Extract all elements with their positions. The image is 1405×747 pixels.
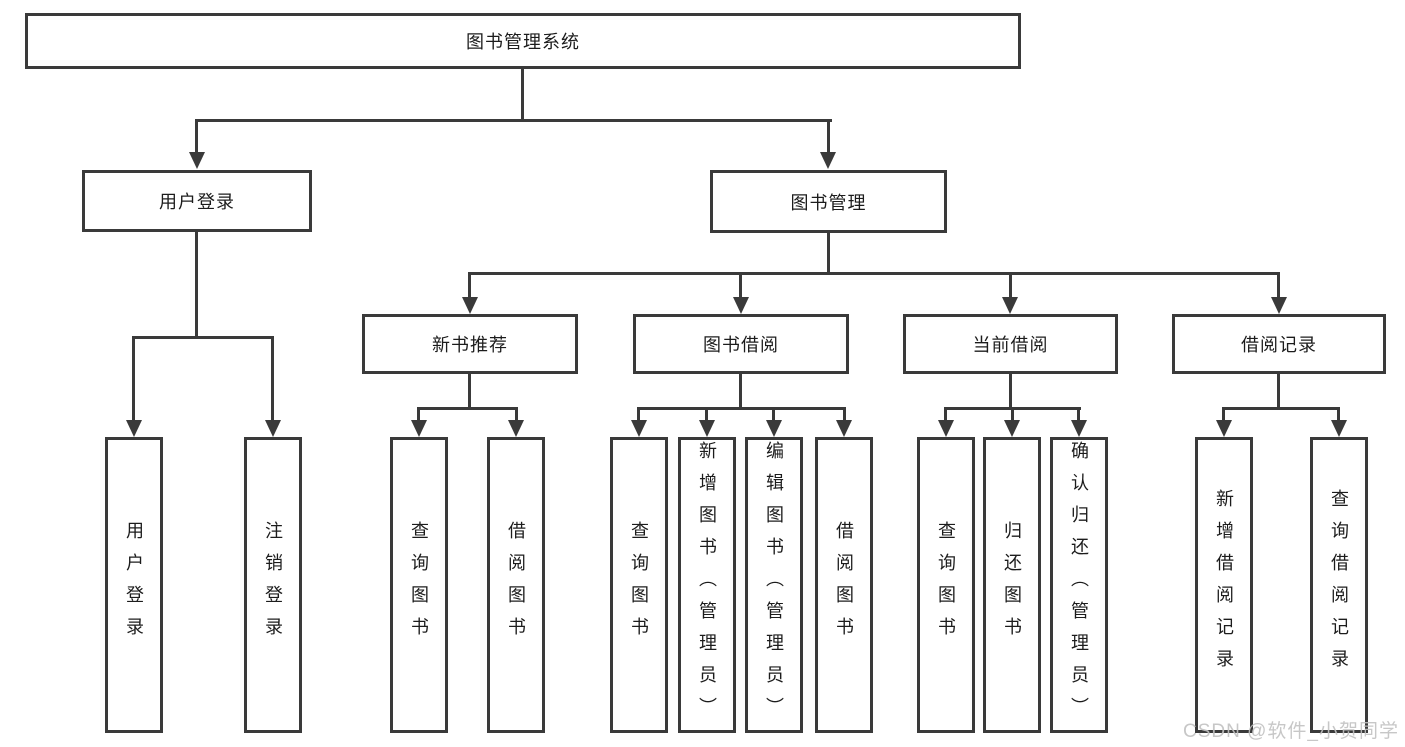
node-label: 编辑图书（管理员） xyxy=(764,441,784,729)
connector-line xyxy=(271,336,274,420)
node-label: 借阅图书 xyxy=(834,521,854,649)
connector-line xyxy=(195,232,198,336)
connector-line xyxy=(637,407,846,410)
arrow-down-icon xyxy=(820,152,836,169)
connector-line xyxy=(843,407,846,420)
leaf-query-books-current: 查询图书 xyxy=(917,437,975,733)
node-label: 当前借阅 xyxy=(972,335,1049,355)
node-label: 新书推荐 xyxy=(432,335,508,355)
connector-line xyxy=(515,407,518,420)
connector-line xyxy=(827,233,830,272)
arrow-down-icon xyxy=(1002,297,1018,314)
connector-line xyxy=(521,69,524,119)
node-label: 图书管理系统 xyxy=(466,32,580,52)
node-label: 用户登录 xyxy=(124,521,144,649)
connector-line xyxy=(1077,407,1080,420)
node-label: 图书借阅 xyxy=(703,335,779,355)
node-current-borrowing: 当前借阅 xyxy=(903,314,1118,374)
leaf-user-login: 用户登录 xyxy=(105,437,163,733)
leaf-return-books: 归还图书 xyxy=(983,437,1041,733)
connector-line xyxy=(739,374,742,407)
connector-line xyxy=(705,407,708,420)
connector-line xyxy=(468,374,471,407)
arrow-down-icon xyxy=(766,420,782,437)
connector-line xyxy=(417,407,420,420)
leaf-borrow-books-recommend: 借阅图书 xyxy=(487,437,545,733)
node-label: 新增借阅记录 xyxy=(1214,489,1234,681)
arrow-down-icon xyxy=(462,297,478,314)
node-label: 查询图书 xyxy=(936,521,956,649)
node-label: 图书管理 xyxy=(790,192,867,213)
leaf-add-book-admin: 新增图书（管理员） xyxy=(678,437,736,733)
node-label: 归还图书 xyxy=(1002,521,1022,649)
connector-line xyxy=(1277,374,1280,407)
connector-line xyxy=(1277,272,1280,298)
arrow-down-icon xyxy=(733,297,749,314)
watermark: CSDN @软件_小贺同学 xyxy=(1183,721,1399,742)
node-new-book-recommendation: 新书推荐 xyxy=(362,314,578,374)
connector-line xyxy=(1009,272,1012,298)
arrow-down-icon xyxy=(189,152,205,169)
leaf-query-books-borrow: 查询图书 xyxy=(610,437,668,733)
node-label: 查询图书 xyxy=(629,521,649,649)
node-book-management: 图书管理 xyxy=(710,170,947,233)
connector-line xyxy=(195,119,198,152)
connector-line xyxy=(827,119,830,152)
arrow-down-icon xyxy=(836,420,852,437)
arrow-down-icon xyxy=(508,420,524,437)
leaf-confirm-return-admin: 确认归还（管理员） xyxy=(1050,437,1108,733)
node-label: 借阅图书 xyxy=(506,521,526,649)
arrow-down-icon xyxy=(1271,297,1287,314)
arrow-down-icon xyxy=(1216,420,1232,437)
arrow-down-icon xyxy=(1331,420,1347,437)
node-label: 确认归还（管理员） xyxy=(1069,441,1089,729)
connector-line xyxy=(468,272,471,298)
connector-line xyxy=(772,407,775,420)
arrow-down-icon xyxy=(1004,420,1020,437)
leaf-query-books-recommend: 查询图书 xyxy=(390,437,448,733)
arrow-down-icon xyxy=(126,420,142,437)
arrow-down-icon xyxy=(1071,420,1087,437)
arrow-down-icon xyxy=(938,420,954,437)
leaf-logout: 注销登录 xyxy=(244,437,302,733)
node-label: 查询图书 xyxy=(409,521,429,649)
connector-line xyxy=(1337,407,1340,420)
node-label: 用户登录 xyxy=(159,192,235,212)
connector-line xyxy=(132,336,135,420)
leaf-add-borrow-record: 新增借阅记录 xyxy=(1195,437,1253,733)
connector-line xyxy=(739,272,742,298)
arrow-down-icon xyxy=(411,420,427,437)
node-library-management-system: 图书管理系统 xyxy=(25,13,1021,69)
connector-line xyxy=(1222,407,1340,410)
node-label: 借阅记录 xyxy=(1241,335,1317,355)
node-label: 新增图书（管理员） xyxy=(697,441,717,729)
connector-line xyxy=(637,407,640,420)
connector-line xyxy=(196,119,832,122)
node-borrowing-records: 借阅记录 xyxy=(1172,314,1386,374)
leaf-borrow-books: 借阅图书 xyxy=(815,437,873,733)
leaf-edit-book-admin: 编辑图书（管理员） xyxy=(745,437,803,733)
node-label: 注销登录 xyxy=(263,521,283,649)
node-book-borrowing: 图书借阅 xyxy=(633,314,849,374)
connector-line xyxy=(1009,374,1012,407)
node-user-login: 用户登录 xyxy=(82,170,312,232)
connector-line xyxy=(944,407,947,420)
leaf-query-borrow-record: 查询借阅记录 xyxy=(1310,437,1368,733)
arrow-down-icon xyxy=(631,420,647,437)
connector-line xyxy=(132,336,274,339)
arrow-down-icon xyxy=(699,420,715,437)
connector-line xyxy=(417,407,518,410)
node-label: 查询借阅记录 xyxy=(1329,489,1349,681)
connector-line xyxy=(1222,407,1225,420)
connector-line xyxy=(1011,407,1014,420)
connector-line xyxy=(468,272,1280,275)
arrow-down-icon xyxy=(265,420,281,437)
